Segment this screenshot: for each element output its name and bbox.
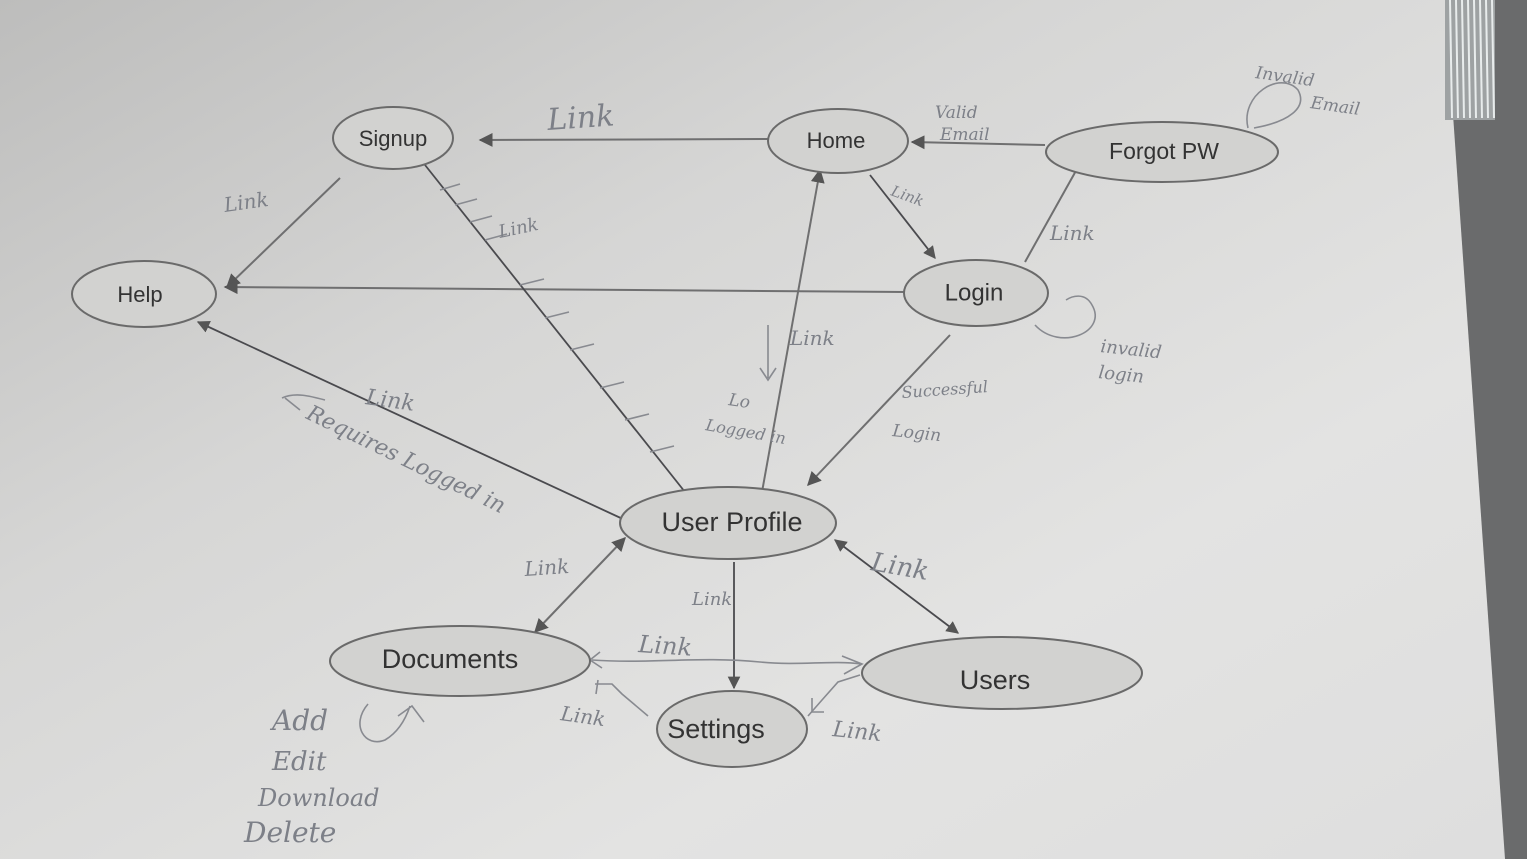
label-profile-settings: Link xyxy=(691,589,732,610)
node-forgot-pw[interactable]: Forgot PW xyxy=(1045,121,1279,183)
arrow-requires-logged-in xyxy=(281,394,326,411)
node-forgot-pw-label: Forgot PW xyxy=(1109,138,1219,164)
edge-profile-users xyxy=(833,539,960,634)
label-forgot-home-1: Valid xyxy=(935,103,978,123)
documents-action-edit: Edit xyxy=(271,747,327,777)
label-login-self-2: login xyxy=(1097,362,1144,388)
loop-documents xyxy=(359,703,425,743)
edge-help-profile xyxy=(196,321,626,521)
node-help-label: Help xyxy=(117,282,162,307)
label-home-profile-1: Link xyxy=(789,326,835,350)
label-forgot-home-2: Email xyxy=(939,125,990,145)
edge-settings-users xyxy=(807,674,861,717)
node-users-label: Users xyxy=(960,665,1031,695)
documents-action-download: Download xyxy=(257,784,380,812)
edges xyxy=(196,132,1083,690)
node-signup[interactable]: Signup xyxy=(332,106,454,170)
loop-login xyxy=(1034,295,1096,339)
binder-stripes xyxy=(1449,0,1495,119)
nodes: Signup Home Forgot PW Help Login User Pr… xyxy=(71,106,1279,768)
documents-action-delete: Delete xyxy=(243,816,336,849)
label-login-forgot: Link xyxy=(1049,221,1095,245)
node-home[interactable]: Home xyxy=(767,108,909,174)
label-home-profile-2: Lo xyxy=(726,390,751,413)
node-login[interactable]: Login xyxy=(903,259,1049,327)
edge-documents-users xyxy=(591,658,863,665)
node-settings-label: Settings xyxy=(667,714,765,744)
loop-forgot-pw xyxy=(1246,82,1302,129)
edge-help-login xyxy=(223,280,906,295)
hand-drawn-marks xyxy=(281,82,1302,743)
node-documents[interactable]: Documents xyxy=(329,625,591,697)
label-documents-users: Link xyxy=(637,630,693,662)
documents-action-add: Add xyxy=(269,704,328,737)
edge-signup-home xyxy=(478,132,776,147)
node-signup-label: Signup xyxy=(359,126,428,151)
node-home-label: Home xyxy=(807,128,866,153)
arrow-home-down xyxy=(759,325,777,382)
node-users[interactable]: Users xyxy=(861,636,1143,710)
hatch-marks xyxy=(439,183,675,453)
edge-home-profile xyxy=(761,168,825,493)
documents-actions: Add Edit Download Delete xyxy=(243,704,380,849)
edge-forgot-home xyxy=(910,135,1046,150)
edge-profile-documents xyxy=(534,536,626,634)
label-profile-documents: Link xyxy=(523,554,570,581)
node-settings[interactable]: Settings xyxy=(656,690,808,768)
label-settings-users: Link xyxy=(830,717,882,747)
node-help[interactable]: Help xyxy=(71,260,217,328)
node-user-profile-label: User Profile xyxy=(661,507,802,537)
label-signup-home: Link xyxy=(545,98,615,138)
node-user-profile[interactable]: User Profile xyxy=(619,486,837,560)
edge-documents-settings xyxy=(595,683,649,717)
edge-login-forgot xyxy=(1024,158,1083,263)
edge-login-profile xyxy=(807,334,951,487)
node-login-label: Login xyxy=(945,279,1004,306)
edge-signup-profile xyxy=(424,164,686,493)
edge-help-signup xyxy=(225,177,341,288)
edge-home-login xyxy=(869,174,936,259)
node-documents-label: Documents xyxy=(382,644,519,674)
